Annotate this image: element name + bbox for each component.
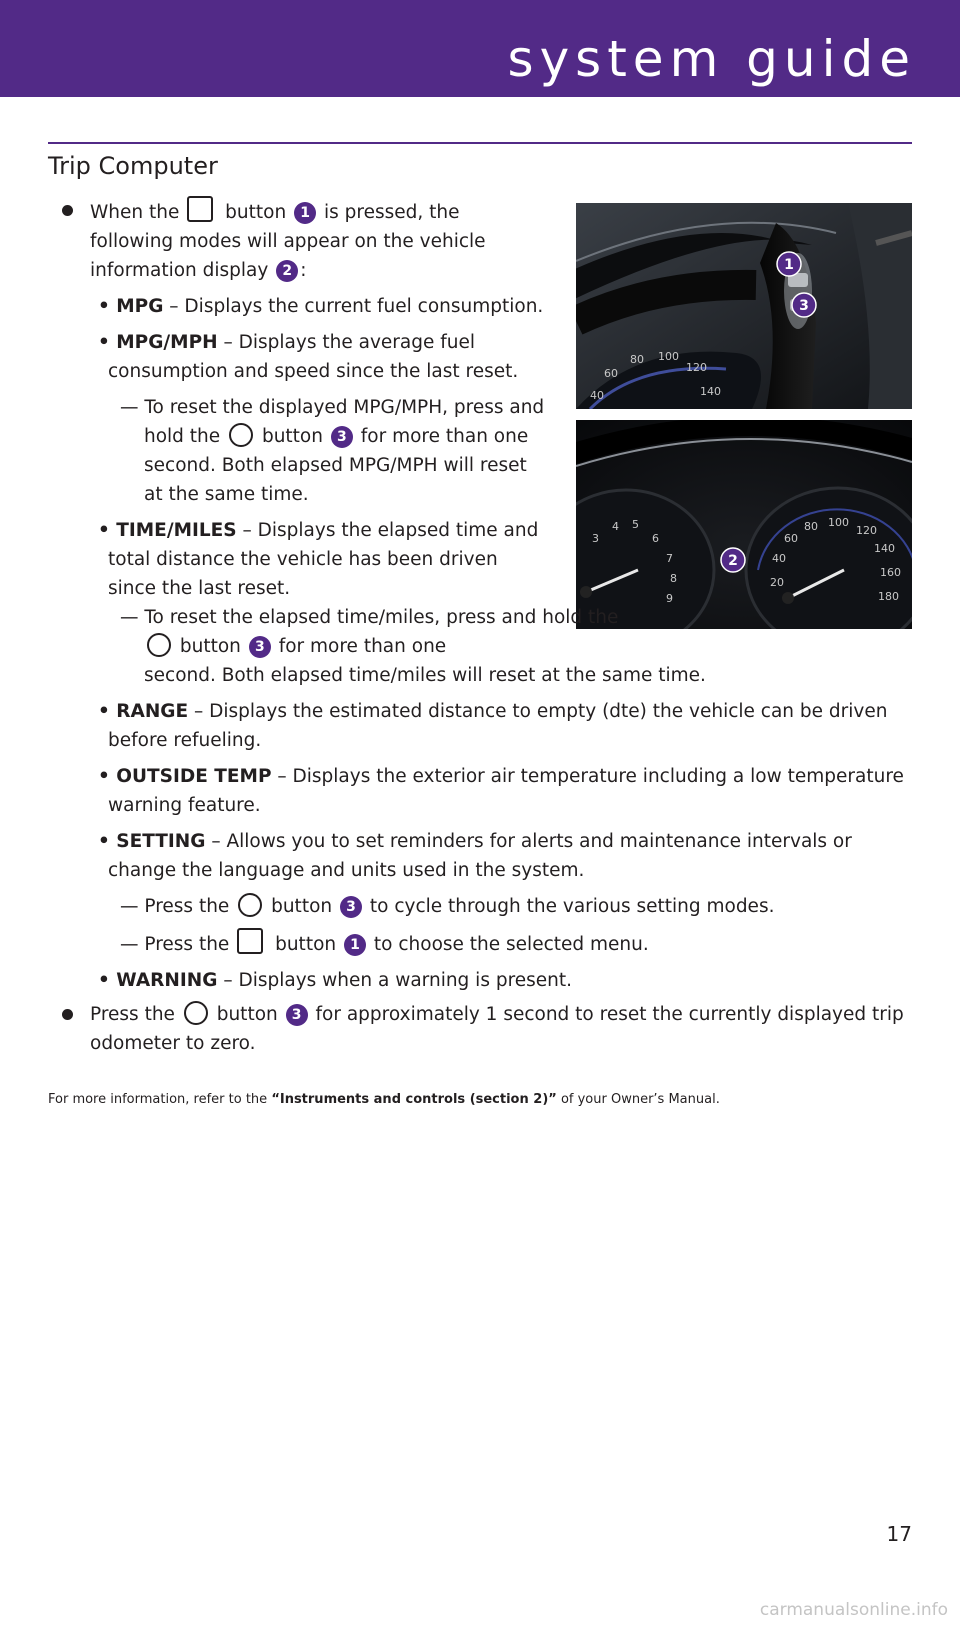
tach-label: 6: [652, 532, 659, 545]
mode-setting-cycle: — Press the button 3 to cycle through th…: [48, 892, 912, 921]
mode-mpg: • MPG – Displays the current fuel consum…: [48, 292, 548, 321]
mode-label: • RANGE: [98, 701, 189, 722]
tach-label: 8: [670, 572, 677, 585]
tach-label: 5: [632, 518, 639, 531]
speed-label: 120: [856, 524, 877, 537]
watermark: carmanualsonline.info: [759, 1600, 948, 1620]
mode-warning: • WARNING – Displays when a warning is p…: [48, 966, 912, 995]
mode-label: • SETTING: [98, 831, 206, 852]
trip-computer-content: When the button 1 is pressed, the follow…: [48, 196, 912, 1058]
speed-label: 140: [874, 542, 895, 555]
header-band: system guide: [0, 0, 960, 97]
speed-label: 80: [804, 520, 818, 533]
section-title: Trip Computer: [48, 152, 218, 180]
mode-description: – Displays the average fuel consumption …: [108, 332, 519, 382]
speed-label: 160: [880, 566, 901, 579]
mode-mpg-mph-reset: — To reset the displayed MPG/MPH, press …: [120, 397, 545, 505]
manual-reference: “Instruments and controls (section 2)”: [271, 1092, 557, 1107]
speed-label: 40: [772, 552, 786, 565]
reset-trip-paragraph: Press the button 3 for approximately 1 s…: [48, 1000, 912, 1058]
mode-time-miles-reset: — To reset the elapsed time/miles, press…: [120, 607, 706, 686]
callout-badge-3: 3: [791, 292, 817, 318]
callout-badge: 3: [340, 896, 363, 918]
figure-steering-switches: 40 60 80 100 120 140 1 3: [576, 203, 912, 409]
trip-reset-button-icon: [229, 423, 254, 447]
header-title: system guide: [507, 30, 916, 88]
mode-label: • MPG/MPH: [98, 332, 218, 353]
mode-range: • RANGE – Displays the estimated distanc…: [48, 697, 912, 755]
trip-reset-button-icon: [183, 1001, 208, 1025]
speed-label: 100: [828, 516, 849, 529]
section-divider: [48, 142, 912, 144]
tach-label: 7: [666, 552, 673, 565]
callout-badge: 3: [248, 636, 271, 658]
callout-badge-1: 1: [776, 251, 802, 277]
mode-setting: • SETTING – Allows you to set reminders …: [48, 827, 912, 885]
callout-badge-2-label: 2: [728, 553, 738, 569]
page-number: 17: [886, 1522, 912, 1546]
trip-reset-button-icon: [147, 633, 171, 657]
intro-paragraph: When the button 1 is pressed, the follow…: [48, 196, 548, 285]
gauge-label: 120: [686, 361, 707, 374]
mode-description: – Displays the estimated distance to emp…: [108, 701, 888, 751]
callout-badge: 1: [344, 934, 367, 956]
callout-badge-3-label: 3: [799, 298, 809, 314]
callout-badge: 3: [285, 1004, 308, 1026]
mode-time-miles: • TIME/MILES – Displays the elapsed time…: [48, 516, 548, 603]
callout-badge: 1: [294, 202, 317, 224]
gauge-label: 60: [604, 367, 618, 380]
figure-steering-switches-svg: 40 60 80 100 120 140 1 3: [576, 203, 912, 409]
mode-outside-temp: • OUTSIDE TEMP – Displays the exterior a…: [48, 762, 912, 820]
mode-label: • TIME/MILES: [98, 520, 237, 541]
footnote: For more information, refer to the “Inst…: [48, 1092, 720, 1107]
mode-description: – Displays the elapsed time and total di…: [108, 520, 539, 599]
mode-description: – Displays the current fuel consumption.: [163, 296, 544, 317]
speed-label: 180: [878, 590, 899, 603]
gauge-label: 100: [658, 350, 679, 363]
display-mode-button-icon: [187, 196, 218, 224]
tach-label: 3: [592, 532, 599, 545]
figure-instrument-cluster: 3 4 5 6 7 8 9 20 40 60 80 100 120 140 16…: [576, 420, 912, 629]
callout-badge: 3: [330, 426, 353, 448]
mode-label: • MPG: [98, 296, 164, 317]
mode-mpg-mph: • MPG/MPH – Displays the average fuel co…: [48, 328, 548, 386]
speed-label: 20: [770, 576, 784, 589]
callout-badge: 2: [276, 260, 299, 282]
tach-label: 9: [666, 592, 673, 605]
gauge-label: 140: [700, 385, 721, 398]
mode-description: – Displays the exterior air temperature …: [108, 766, 904, 816]
callout-badge-2: 2: [720, 547, 746, 573]
figure-instrument-cluster-svg: 3 4 5 6 7 8 9 20 40 60 80 100 120 140 16…: [576, 420, 912, 629]
trip-reset-button-icon: [238, 893, 263, 917]
tach-label: 4: [612, 520, 619, 533]
callout-badge-1-label: 1: [784, 257, 794, 273]
mode-label: • WARNING: [98, 970, 218, 991]
speed-label: 60: [784, 532, 798, 545]
display-mode-button-icon: [237, 928, 268, 956]
mode-setting-select: — Press the button 1 to choose the selec…: [48, 928, 912, 959]
gauge-label: 80: [630, 353, 644, 366]
mode-description: – Allows you to set reminders for alerts…: [108, 831, 852, 881]
gauge-label: 40: [590, 389, 604, 402]
mode-label: • OUTSIDE TEMP: [98, 766, 272, 787]
mode-description: – Displays when a warning is present.: [217, 970, 573, 991]
